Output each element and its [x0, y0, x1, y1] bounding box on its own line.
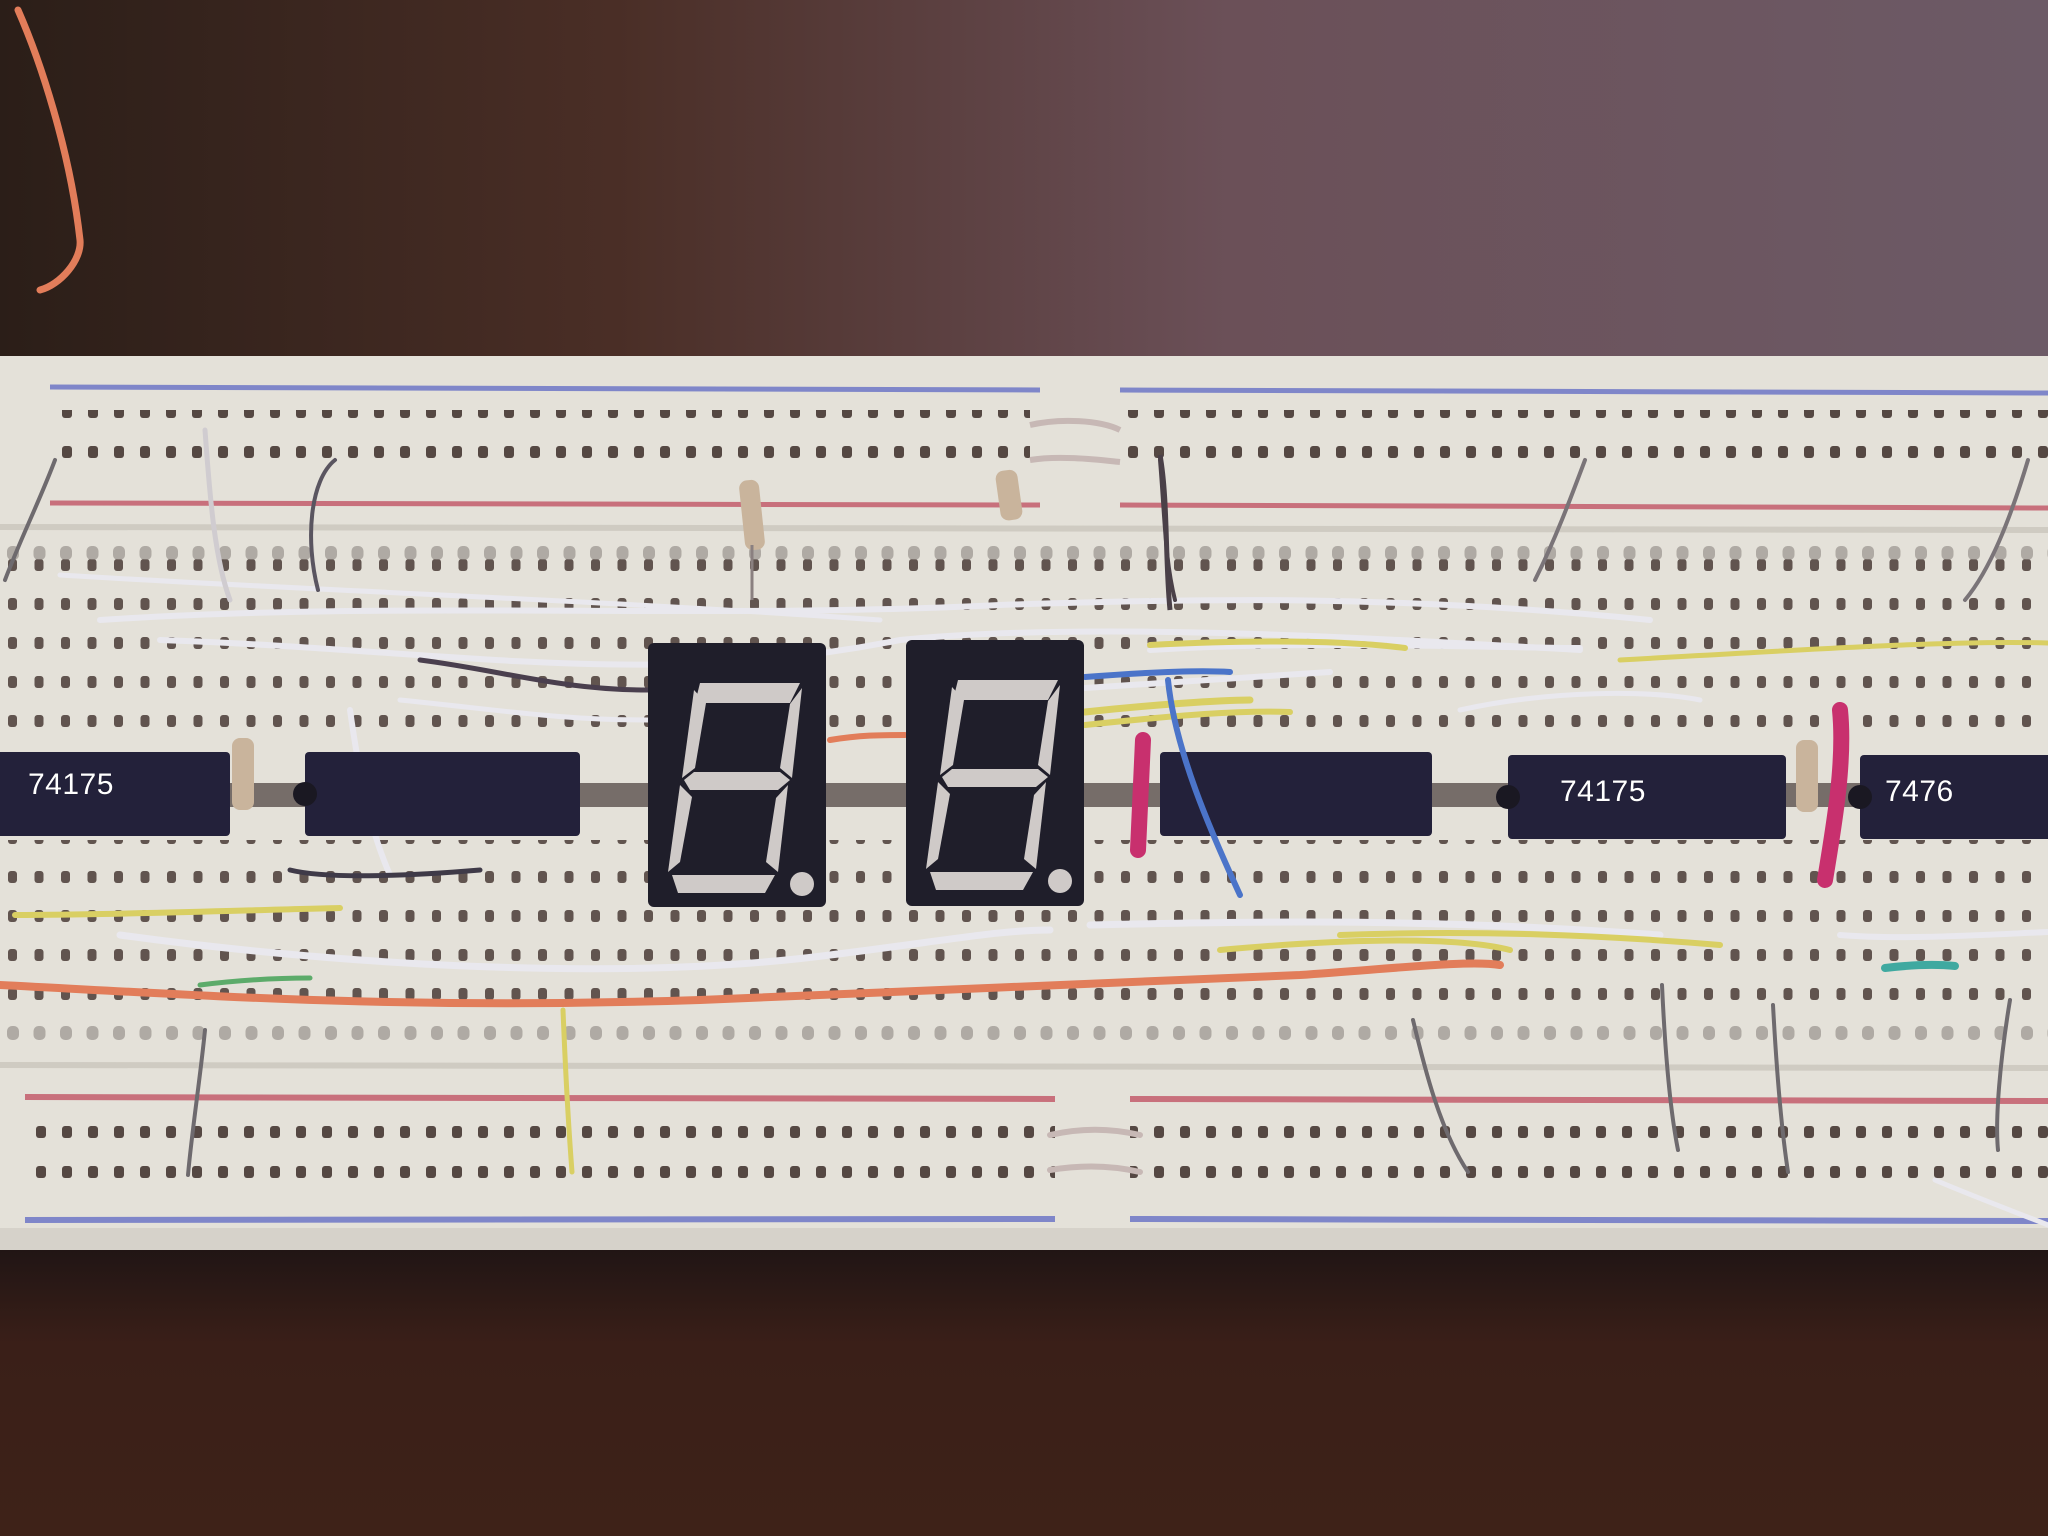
chip-label-74175-right: 74175	[1560, 775, 1646, 808]
table-bottom-region	[0, 1240, 2048, 1536]
bottom-power-rail	[24, 1094, 2048, 1224]
resistor-left	[232, 738, 254, 810]
chip-unlabeled-3	[1160, 752, 1432, 836]
breadboard-bottom-edge	[0, 1228, 2048, 1250]
top-power-rail	[0, 384, 2048, 533]
resistor-right	[1796, 740, 1818, 812]
loose-orange-wire	[14, 6, 84, 294]
chip-label-7476: 7476	[1885, 775, 1954, 808]
chip-label-74175-left: 74175	[28, 768, 114, 801]
seven-segment-display-1	[648, 643, 826, 907]
chip-74175-left	[0, 752, 230, 836]
resistors-top	[739, 417, 1173, 611]
red-wire-left	[1130, 732, 1151, 858]
chip-7476	[1860, 755, 2048, 839]
chip-unlabeled-2	[305, 752, 580, 836]
bottom-mid-hole-row	[0, 1015, 2048, 1047]
seven-segment-display-2	[906, 640, 1084, 906]
jumper-wires-upper	[3, 427, 2048, 878]
jumper-wires-lower	[0, 867, 2048, 1228]
chip-74175-right	[1508, 755, 1786, 839]
red-wire-right	[1817, 702, 1850, 888]
table-top-region	[0, 0, 2048, 370]
blue-wire	[1165, 677, 1243, 898]
ic-chips	[0, 752, 2048, 839]
top-mid-hole-row	[0, 545, 2048, 575]
